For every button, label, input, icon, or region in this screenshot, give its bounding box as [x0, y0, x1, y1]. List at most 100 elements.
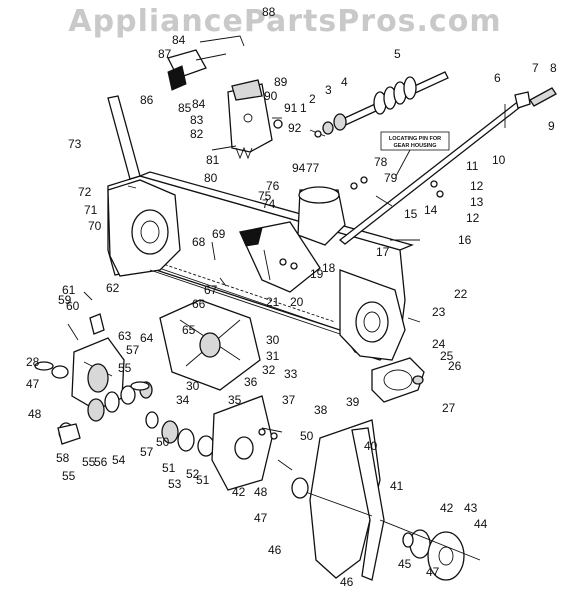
chute-crank-bracket: [211, 79, 283, 160]
callout-26: 26: [448, 359, 462, 373]
callout-68: 68: [192, 235, 206, 249]
callout-15: 15: [404, 207, 418, 221]
locating-pin-note: LOCATING PIN FOR GEAR HOUSING: [380, 131, 450, 177]
callout-14: 14: [424, 203, 438, 217]
note-line-1: LOCATING PIN FOR: [389, 136, 441, 142]
callout-5: 5: [394, 47, 401, 61]
wheel-hub: [379, 519, 481, 581]
callout-79: 79: [384, 171, 398, 185]
callout-18: 18: [322, 261, 336, 275]
callout-60: 60: [66, 299, 80, 313]
callout-58: 58: [56, 451, 70, 465]
callout-91: 91: [284, 101, 298, 115]
callout-45: 45: [398, 557, 412, 571]
callout-16: 16: [458, 233, 472, 247]
callout-51: 51: [196, 473, 210, 487]
callout-37: 37: [282, 393, 296, 407]
callout-2: 2: [309, 92, 316, 106]
handle-73: [107, 95, 141, 180]
callout-23: 23: [432, 305, 446, 319]
callout-44: 44: [474, 517, 488, 531]
callout-39: 39: [346, 395, 360, 409]
callout-57: 57: [126, 343, 140, 357]
callout-13: 13: [470, 195, 484, 209]
callout-81: 81: [206, 153, 220, 167]
callout-25: 25: [440, 349, 454, 363]
callout-56: 56: [94, 455, 108, 469]
callout-32: 32: [262, 363, 276, 377]
callout-46: 46: [340, 575, 354, 589]
callout-42: 42: [440, 501, 454, 515]
callout-72: 72: [78, 185, 92, 199]
callout-62: 62: [106, 281, 120, 295]
callout-86: 86: [140, 93, 154, 107]
callout-33: 33: [284, 367, 298, 381]
impeller: [159, 299, 261, 391]
callout-50: 50: [156, 435, 170, 449]
callout-76: 76: [266, 179, 280, 193]
callout-69: 69: [212, 227, 226, 241]
callout-88: 88: [262, 5, 276, 19]
callout-54: 54: [112, 453, 126, 467]
callout-11: 11: [466, 159, 479, 173]
gear-box: [34, 337, 125, 445]
callout-6: 6: [494, 71, 501, 85]
callout-30: 30: [266, 333, 280, 347]
callout-61: 61: [62, 283, 76, 297]
callout-73: 73: [68, 137, 82, 151]
callout-65: 65: [182, 323, 196, 337]
callout-4: 4: [341, 75, 348, 89]
callout-84: 84: [192, 97, 206, 111]
callout-67: 67: [204, 283, 218, 297]
callout-51: 51: [162, 461, 176, 475]
callout-42: 42: [232, 485, 246, 499]
callout-28: 28: [26, 355, 40, 369]
callout-22: 22: [454, 287, 468, 301]
callout-59: 59: [58, 293, 72, 307]
callout-82: 82: [190, 127, 204, 141]
crank-handle: [167, 35, 245, 91]
callout-71: 71: [84, 203, 98, 217]
callout-85: 85: [178, 101, 192, 115]
belt-pulley: [371, 357, 425, 403]
callout-10: 10: [492, 153, 506, 167]
callout-78: 78: [374, 155, 388, 169]
callout-50: 50: [300, 429, 314, 443]
callout-80: 80: [204, 171, 218, 185]
callout-3: 3: [325, 83, 332, 97]
callout-35: 35: [228, 393, 242, 407]
bearing-chain: [87, 381, 215, 457]
watermark: AppliancePartsPros.com: [68, 4, 502, 39]
callout-7: 7: [532, 61, 539, 75]
callout-89: 89: [274, 75, 288, 89]
callout-12: 12: [466, 211, 480, 225]
note-line-2: GEAR HOUSING: [393, 143, 436, 149]
callout-55: 55: [82, 455, 96, 469]
callout-46: 46: [268, 543, 282, 557]
crank-rod: [338, 87, 557, 245]
callout-57: 57: [140, 445, 154, 459]
callout-43: 43: [464, 501, 478, 515]
mounting-plate: [211, 395, 283, 491]
callout-1: 1: [300, 101, 307, 115]
chute-deflector: [239, 221, 321, 293]
callout-55: 55: [118, 361, 132, 375]
callout-9: 9: [548, 119, 555, 133]
callout-20: 20: [290, 295, 304, 309]
callout-48: 48: [254, 485, 268, 499]
callout-40: 40: [364, 439, 378, 453]
small-hardware: [67, 176, 444, 471]
callout-41: 41: [390, 479, 404, 493]
callout-36: 36: [244, 375, 258, 389]
callout-19: 19: [310, 267, 324, 281]
callout-38: 38: [314, 403, 328, 417]
callout-8: 8: [550, 61, 557, 75]
callout-12: 12: [470, 179, 484, 193]
auger-shaft: [309, 71, 449, 138]
callout-87: 87: [158, 47, 172, 61]
callout-53: 53: [168, 477, 182, 491]
callout-75: 75: [258, 189, 272, 203]
callout-83: 83: [190, 113, 204, 127]
